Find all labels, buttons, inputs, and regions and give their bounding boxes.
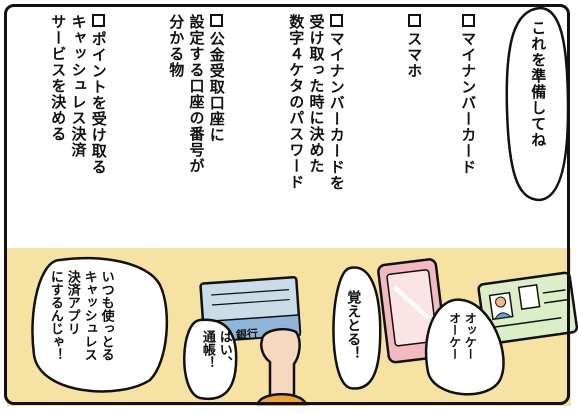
speech-bubble-passbook [183, 318, 238, 401]
speech-bubble-cashless [31, 256, 169, 393]
checkbox-icon [210, 14, 224, 27]
sleeve-illustration [256, 393, 308, 406]
bubble-passbook-text: はい、 通帳！ [199, 330, 232, 369]
bubble-okay-text: オッケー オーケー [447, 312, 478, 360]
speech-top-text: これを準備してね [529, 20, 548, 148]
my-number-card-illustration [477, 271, 578, 346]
checklist-item-password: マイナンバーカードを 受け取った時に決めた 数字４ケタのパスワード [286, 14, 367, 191]
checkbox-icon [92, 14, 106, 27]
checklist-item-smartphone: スマホ [404, 14, 424, 79]
bubble-remember-text: 覚えとる！ [345, 290, 362, 360]
checklist-item-label: ポイントを受け取る キャッシュレス決済 サービスを決める [49, 14, 108, 175]
hand-illustration [260, 328, 301, 400]
checklist-item-bank-account: 公金受取口座に 設定する口座の番号が 分かる物 [166, 14, 247, 174]
checklist-item-mynumber-card: マイナンバーカード [458, 14, 478, 175]
checklist-item-label: スマホ [405, 31, 424, 79]
speech-bubble-top [505, 6, 570, 202]
checkbox-icon [330, 14, 344, 27]
speech-bubble-remember [332, 266, 382, 390]
bubble-cashless-text: いつも使っとる キャッシュレス 決済アプリ にするんじゃ！ [47, 270, 114, 361]
checklist-item-label: マイナンバーカード [459, 31, 478, 175]
checklist-item-label: 公金受取口座に 設定する口座の番号が 分かる物 [167, 14, 226, 174]
checkbox-icon [461, 14, 475, 27]
checklist-item-cashless: ポイントを受け取る キャッシュレス決済 サービスを決める [48, 14, 129, 175]
checklist-item-label: マイナンバーカードを 受け取った時に決めた 数字４ケタのパスワード [287, 14, 346, 191]
smartphone-illustration [377, 258, 448, 364]
bank-label: 銀行 [235, 327, 259, 342]
checkbox-icon [407, 14, 421, 27]
speech-bubble-okay [424, 298, 505, 396]
